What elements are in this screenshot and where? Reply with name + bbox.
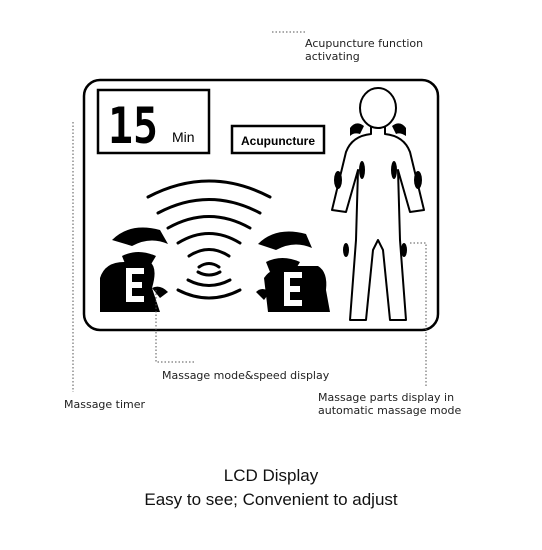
left-massage-pad-icon (100, 227, 168, 312)
acupuncture-box (230, 124, 326, 155)
callout-timer: Massage timer (64, 398, 146, 411)
signal-arcs-icon (146, 179, 272, 300)
timer-digits: 15 (108, 97, 158, 155)
human-body-icon (331, 87, 425, 321)
acupuncture-text: Acupuncture (241, 134, 315, 148)
caption-subtitle: Easy to see; Convenient to adjust (144, 490, 398, 509)
leader-lines (72, 31, 427, 392)
callout-acupuncture: Acupuncture function activating (305, 37, 424, 63)
right-massage-pad-icon (256, 231, 330, 312)
caption-title: LCD Display (223, 466, 319, 485)
callout-parts: Massage parts display in automatic massa… (318, 391, 462, 417)
massage-parts-indicators (334, 123, 422, 257)
callout-mode-speed: Massage mode&speed display (162, 369, 330, 382)
timer-unit: Min (172, 129, 195, 145)
lcd-frame (82, 78, 440, 332)
timer-box (96, 88, 211, 155)
